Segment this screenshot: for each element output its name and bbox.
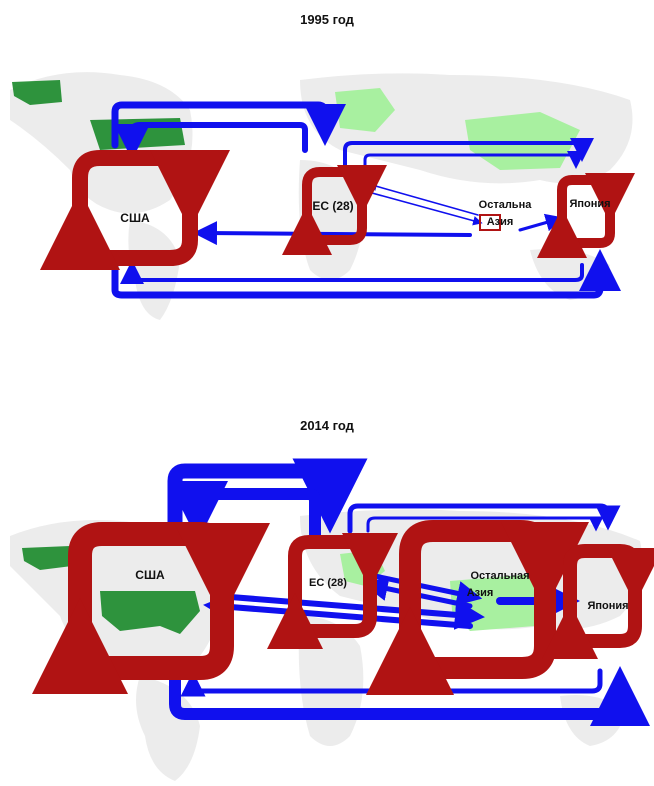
label-usa: США [120, 211, 150, 225]
panel-title-1995: 1995 год [300, 12, 354, 27]
flow-japan-to-usa-bottom [120, 260, 584, 285]
label-japan: Япония [587, 600, 628, 612]
eu-loop-2 [282, 200, 367, 256]
flow-usa-to-eu-top [167, 458, 368, 534]
trade-flows-1995 [111, 101, 621, 299]
japan-loop-2 [542, 588, 642, 660]
label-asia-line1: Остальная [470, 570, 529, 582]
label-asia-line1: Остальна [479, 199, 533, 211]
alaska-region [12, 80, 62, 105]
label-japan: Япония [569, 198, 610, 210]
panel-title-2014: 2014 год [300, 418, 354, 433]
label-asia-line2: Азия [487, 216, 514, 228]
internal-flows-2014 [32, 520, 654, 696]
flow-eu-to-asia-1 [371, 192, 483, 226]
flow-eu-to-usa-top [168, 481, 321, 542]
flow-eu-to-japan-top [347, 503, 621, 534]
usa-loop-2 [40, 190, 198, 270]
eu-loop [288, 533, 398, 611]
eu-region [335, 88, 395, 132]
japan-loop [563, 544, 654, 631]
flow-eu-to-japan-top [343, 137, 594, 172]
flow-japan-to-usa-bottom [180, 668, 603, 697]
flow-diagram-1995: США ЕС (28) Остальна Азия Япония [10, 72, 635, 320]
japan-loop [557, 173, 635, 225]
internal-flows-1995 [40, 150, 635, 270]
flow-eu-to-usa-top [114, 122, 308, 160]
label-eu: ЕС (28) [312, 199, 353, 213]
flow-usa-to-japan-bottom [169, 666, 650, 726]
japan-loop-2 [537, 205, 615, 259]
asia-loop [479, 214, 501, 231]
flow-asia-to-eu-1 [367, 181, 479, 216]
flow-japan-to-eu-top [366, 516, 604, 533]
asia-loop [399, 520, 589, 636]
flow-asia-to-eu [362, 576, 473, 609]
usa-loop-2 [32, 586, 234, 695]
eu-loop [302, 165, 387, 225]
flow-asia-to-usa [193, 221, 472, 246]
flow-usa-to-eu-top [111, 101, 346, 149]
flow-diagram-2014: США ЕС (28) Остальная Азия Япония [10, 458, 654, 781]
label-usa: США [135, 568, 165, 582]
label-asia-line2: Азия [467, 587, 494, 599]
flow-asia-to-japan [518, 213, 564, 232]
label-eu: ЕС (28) [309, 577, 347, 589]
flow-usa-to-japan-bottom [111, 249, 621, 299]
usa-loop [72, 150, 230, 230]
flow-japan-to-eu-top [363, 150, 585, 170]
alaska-region [22, 546, 72, 570]
usa-loop [68, 522, 270, 631]
